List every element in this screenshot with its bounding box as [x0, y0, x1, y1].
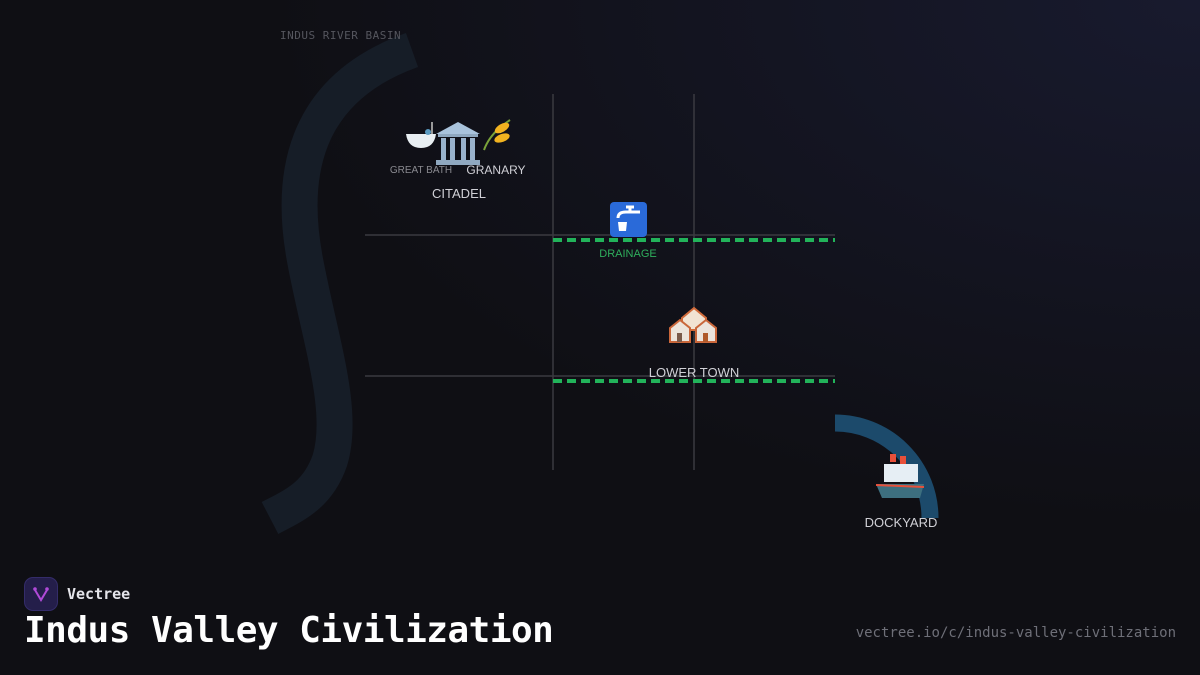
lower-town-label: LOWER TOWN: [648, 365, 740, 380]
drainage-label: DRAINAGE: [599, 248, 657, 260]
street-grid: [365, 94, 835, 470]
citadel-label: CITADEL: [432, 186, 486, 201]
page-title: Indus Valley Civilization: [24, 610, 554, 651]
bathtub-icon: [406, 122, 436, 148]
source-url: vectree.io/c/indus-valley-civilization: [855, 625, 1176, 641]
brand: Vectree: [24, 577, 130, 611]
water-tap-icon: [610, 202, 647, 237]
wheat-icon: [483, 119, 511, 151]
houses-icon: [669, 306, 717, 343]
classical-building-icon: [436, 122, 480, 165]
region-label: INDUS RIVER BASIN: [280, 29, 402, 42]
ship-icon: [875, 454, 925, 498]
granary-label: GRANARY: [466, 163, 526, 177]
great-bath-label: GREAT BATH: [389, 165, 453, 176]
vectree-logo-icon: [24, 577, 58, 611]
brand-name: Vectree: [67, 585, 131, 603]
drainage-lines: [553, 238, 835, 383]
indus-river: [261, 33, 419, 534]
dockyard-label: DOCKYARD: [864, 515, 938, 530]
dockyard-arc: [834, 414, 939, 519]
